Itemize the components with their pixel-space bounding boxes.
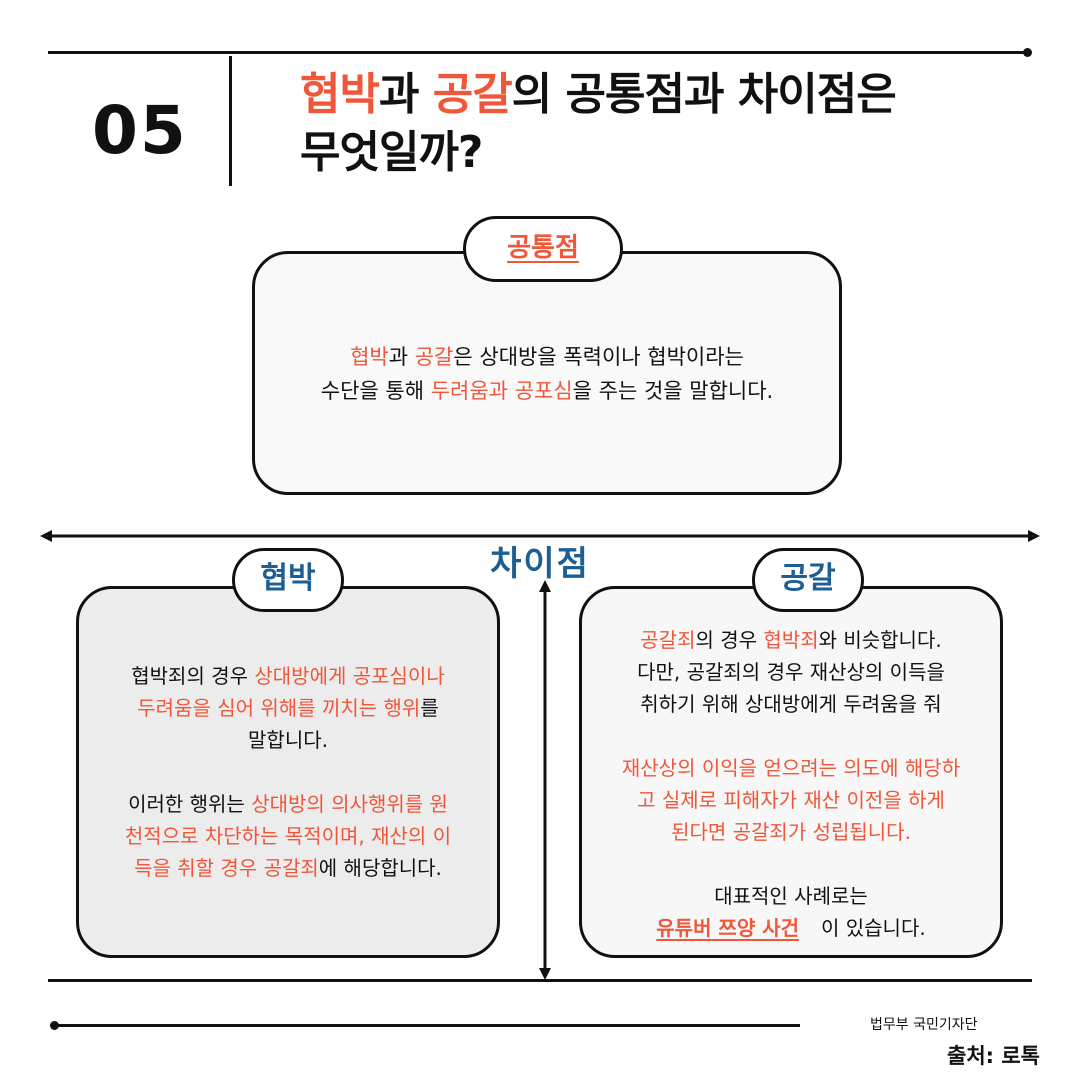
title-divider xyxy=(229,56,232,186)
highlight-text: 득을 취할 경우 공갈죄 xyxy=(134,856,319,880)
highlight-text: 고 실제로 피해자가 재산 이전을 하게 xyxy=(637,788,945,812)
title-text: 의 공통점과 차이점은 xyxy=(511,69,897,120)
difference-vertical-arrow xyxy=(539,580,551,980)
body-text: 말합니다. xyxy=(248,728,328,752)
body-text: 을 주는 것을 말합니다. xyxy=(572,379,774,403)
title-extortion-word: 공갈 xyxy=(432,69,513,120)
page-title: 협박과 공갈의 공통점과 차이점은 무엇일까? xyxy=(300,66,897,182)
highlight-text: 된다면 공갈죄가 성립됩니다. xyxy=(671,820,911,844)
body-text: 다만, 공갈죄의 경우 재산상의 이득을 xyxy=(637,660,945,684)
extortion-description: 공갈죄의 경우 협박죄와 비슷합니다. 다만, 공갈죄의 경우 재산상의 이득을… xyxy=(589,624,993,944)
case-link[interactable]: 유튜버 쯔양 사건 xyxy=(656,916,799,940)
highlight-text: 상대방에게 공포심이나 xyxy=(254,664,445,688)
highlight-text: 상대방의 의사행위를 원 xyxy=(251,792,448,816)
footer-source: 출처: 로톡 xyxy=(947,1044,1040,1068)
highlight-text: 공갈 xyxy=(414,345,454,369)
highlight-text: 협박죄 xyxy=(763,628,819,652)
highlight-text: 두려움을 심어 위해를 끼치는 행위 xyxy=(137,696,421,720)
highlight-text: 협박 xyxy=(350,345,389,369)
body-text: 과 xyxy=(388,345,415,369)
body-text: 와 비슷합니다. xyxy=(818,628,942,652)
title-line-2: 무엇일까? xyxy=(300,127,483,178)
extortion-label-pill: 공갈 xyxy=(752,548,864,612)
body-text: 협박죄의 경우 xyxy=(131,664,255,688)
body-text: 수단을 통해 xyxy=(320,379,431,403)
common-label-pill: 공통점 xyxy=(463,216,623,282)
highlight-text: 두려움과 공포심 xyxy=(430,379,573,403)
title-text: 과 xyxy=(378,69,433,120)
footer-organization: 법무부 국민기자단 xyxy=(870,1017,978,1033)
body-text: 은 상대방을 폭력이나 협박이라는 xyxy=(453,345,744,369)
extortion-card xyxy=(579,586,1003,958)
section-number: 05 xyxy=(92,92,188,169)
highlight-text: 재산상의 이익을 얻으려는 의도에 해당하 xyxy=(621,756,961,780)
highlight-text: 천적으로 차단하는 목적이며, 재산의 이 xyxy=(124,824,452,848)
highlight-text: 공갈죄 xyxy=(640,628,696,652)
top-rule-dot xyxy=(1023,48,1032,57)
body-text: 를 xyxy=(420,696,439,720)
difference-horizontal-arrow xyxy=(40,530,1040,542)
footer-rule-dot xyxy=(50,1021,59,1030)
body-text: 대표적인 사례로는 xyxy=(714,884,868,908)
body-text: 이 있습니다. xyxy=(821,916,926,940)
extortion-label: 공갈 xyxy=(780,561,836,596)
threat-label: 협박 xyxy=(260,561,316,596)
body-text: 의 경우 xyxy=(695,628,764,652)
common-label: 공통점 xyxy=(507,233,579,263)
top-rule xyxy=(48,51,1026,54)
title-threat-word: 협박 xyxy=(300,69,380,120)
common-description: 협박과 공갈은 상대방을 폭력이나 협박이라는 수단을 통해 두려움과 공포심을… xyxy=(262,340,832,408)
body-text: 에 해당합니다. xyxy=(318,856,442,880)
body-text: 취하기 위해 상대방에게 두려움을 줘 xyxy=(640,692,942,716)
bottom-rule xyxy=(48,979,1032,982)
title-line-1: 협박과 공갈의 공통점과 차이점은 xyxy=(300,66,897,124)
threat-label-pill: 협박 xyxy=(232,548,344,612)
threat-description: 협박죄의 경우 상대방에게 공포심이나 두려움을 심어 위해를 끼치는 행위를 … xyxy=(86,660,490,884)
difference-label: 차이점 xyxy=(490,544,590,584)
footer-rule xyxy=(54,1024,800,1027)
body-text: 이러한 행위는 xyxy=(128,792,252,816)
